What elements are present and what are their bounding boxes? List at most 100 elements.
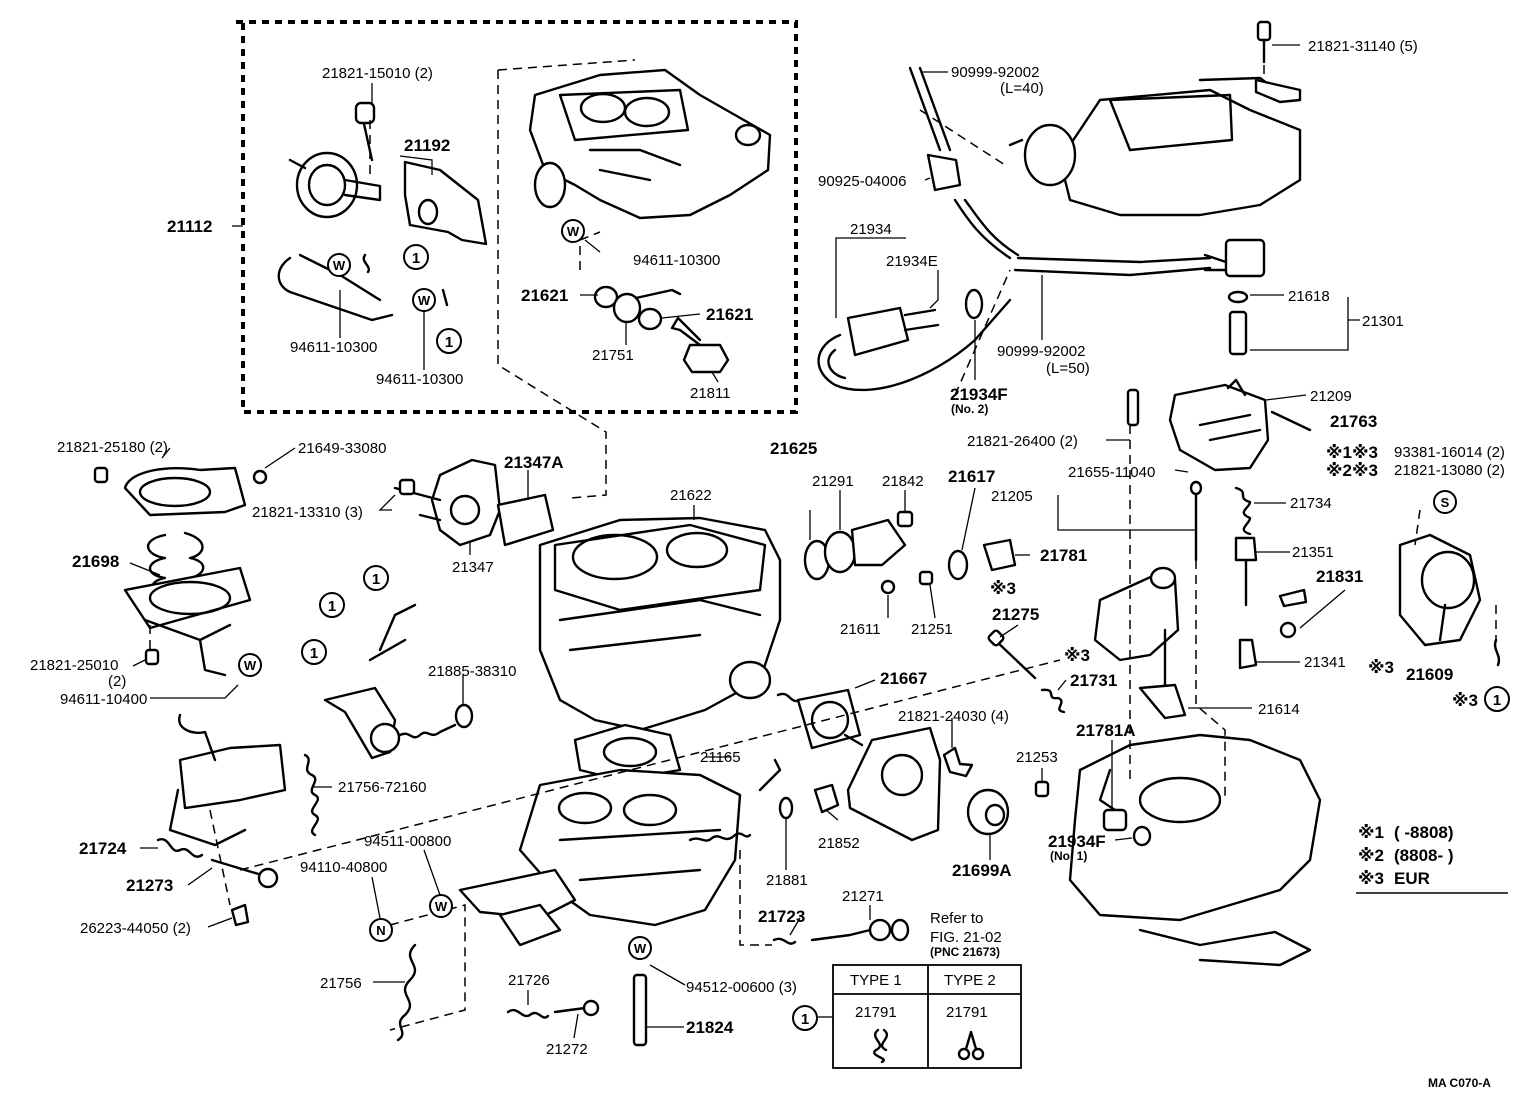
label-93381-16014: 93381-16014 (2) <box>1394 444 1505 461</box>
label-21351: 21351 <box>1292 544 1334 561</box>
bolt-21821-25180 <box>93 466 109 484</box>
legend-mark-2: ※2 <box>1358 846 1384 865</box>
label-21723: 21723 <box>758 907 805 926</box>
label-21821-24030: 21821-24030 (4) <box>898 708 1009 725</box>
circled-1-icon: 1 <box>319 592 345 618</box>
part-21347-pump <box>393 458 555 547</box>
washer-21621 <box>593 285 619 309</box>
label-21852: 21852 <box>818 835 860 852</box>
circled-1-icon: 1 <box>301 639 327 665</box>
legend: ※1 ( -8808) ※2 (8808- ) ※3 EUR <box>1356 823 1508 894</box>
wire <box>1013 266 1212 277</box>
spring-21731 <box>1040 688 1066 714</box>
label-21649-33080: 21649-33080 <box>298 440 386 457</box>
label-21821-31140: 21821-31140 (5) <box>1308 38 1418 55</box>
spring-21756 <box>396 943 417 1042</box>
svg-text:1: 1 <box>328 598 336 615</box>
dash-line <box>209 809 231 906</box>
label-90999-b-length: (L=50) <box>1046 360 1090 377</box>
label-94512-00600: 94512-00600 (3) <box>686 979 797 996</box>
fitting-21673 <box>890 918 910 942</box>
legend-mark-3: ※3 <box>1358 869 1384 888</box>
label-21934F-1-note: (No. 1) <box>1050 849 1087 863</box>
part-21811-bolt <box>670 316 730 374</box>
label-21821-13080: 21821-13080 (2) <box>1394 462 1505 479</box>
label-21821-25010: 21821-25010 <box>30 657 118 674</box>
washer-w-icon: W <box>429 894 453 918</box>
diagram-code: MA C070-A <box>1428 1076 1491 1090</box>
gasket-21291 <box>823 530 857 574</box>
valve-21341 <box>1238 638 1258 670</box>
dash-line <box>954 269 1011 396</box>
label-21934F-2: 21934F <box>950 385 1008 404</box>
label-21934: 21934 <box>850 221 892 238</box>
circled-1-icon: 1 <box>792 1005 818 1031</box>
label-21821-26400: 21821-26400 (2) <box>967 433 1078 450</box>
label-21885-38310: 21885-38310 <box>428 663 516 680</box>
svg-text:N: N <box>376 923 385 938</box>
label-21621-b: 21621 <box>706 305 753 324</box>
screw-21273 <box>210 858 267 878</box>
label-94611-10300-a: 94611-10300 <box>633 252 720 269</box>
clip-type-1-icon <box>873 1028 889 1064</box>
part-21698-diaphragm <box>123 466 252 677</box>
clip-type-2-icon <box>971 1047 985 1061</box>
label-21821-25010-qty: (2) <box>108 673 126 690</box>
nut-n-icon: N <box>369 918 393 942</box>
label-21934F-1: 21934F <box>1048 832 1106 851</box>
label-21731: 21731 <box>1070 671 1117 690</box>
label-21699A: 21699A <box>952 861 1012 880</box>
label-21621-a: 21621 <box>521 286 568 305</box>
dash-line <box>389 904 466 1031</box>
label-21617: 21617 <box>948 467 995 486</box>
label-21821-25180: 21821-25180 (2) <box>57 439 168 456</box>
type-table-cell-1: 21791 <box>855 1004 897 1021</box>
dash-line <box>739 850 772 946</box>
circled-1-icon: 1 <box>403 244 429 270</box>
label-21821-15010: 21821-15010 (2) <box>322 65 433 82</box>
assembly-outline-inner <box>497 59 636 499</box>
part-21609-diaphragm <box>1398 533 1482 647</box>
label-21934E: 21934E <box>886 253 938 270</box>
label-90999-92002-a: 90999-92002 <box>951 64 1039 81</box>
nut-21852 <box>813 783 840 814</box>
washer-21621 <box>637 307 663 331</box>
washer-21751 <box>612 292 642 324</box>
label-21347A: 21347A <box>504 453 564 472</box>
bolt-21824 <box>632 973 648 1047</box>
dash-line <box>1414 509 1497 640</box>
label-refer-2: FIG. 21-02 <box>930 929 1002 946</box>
label-90925-04006: 90925-04006 <box>818 173 906 190</box>
label-21698: 21698 <box>72 552 119 571</box>
label-21251: 21251 <box>911 621 953 638</box>
label-21821-13310: 21821-13310 (3) <box>252 504 363 521</box>
clip-type-2-icon <box>964 1030 978 1051</box>
part-21165-throttle-body <box>458 758 782 947</box>
svg-text:1: 1 <box>445 334 453 351</box>
plug-21253 <box>1034 780 1050 798</box>
label-94511-00800: 94511-00800 <box>364 833 451 850</box>
svg-text:W: W <box>244 658 257 673</box>
label-21726: 21726 <box>508 972 550 989</box>
pin-21763 <box>1270 410 1312 432</box>
washer-w-icon: W <box>327 253 351 277</box>
spring-21723 <box>772 937 797 945</box>
bracket <box>1254 78 1302 104</box>
label-21622: 21622 <box>670 487 712 504</box>
screw-head-21272 <box>582 999 600 1017</box>
legend-text-2: (8808- ) <box>1394 846 1454 865</box>
label-21734: 21734 <box>1290 495 1332 512</box>
screw-head-21273 <box>257 867 279 889</box>
svg-text:1: 1 <box>801 1011 809 1028</box>
label-21781: 21781 <box>1040 546 1087 565</box>
label-21821-13080-mark: ※2※3 <box>1326 461 1378 480</box>
engine-block-outline <box>1068 733 1322 967</box>
part-bracket-21724 <box>168 713 287 847</box>
bolt-21821-26400 <box>1126 388 1140 427</box>
svg-text:1: 1 <box>1493 692 1501 709</box>
leader-lines <box>129 44 1360 1039</box>
type-table-header-2: TYPE 2 <box>944 972 996 989</box>
part-21192-diaphragm <box>288 101 488 246</box>
spring-21724 <box>156 838 204 858</box>
